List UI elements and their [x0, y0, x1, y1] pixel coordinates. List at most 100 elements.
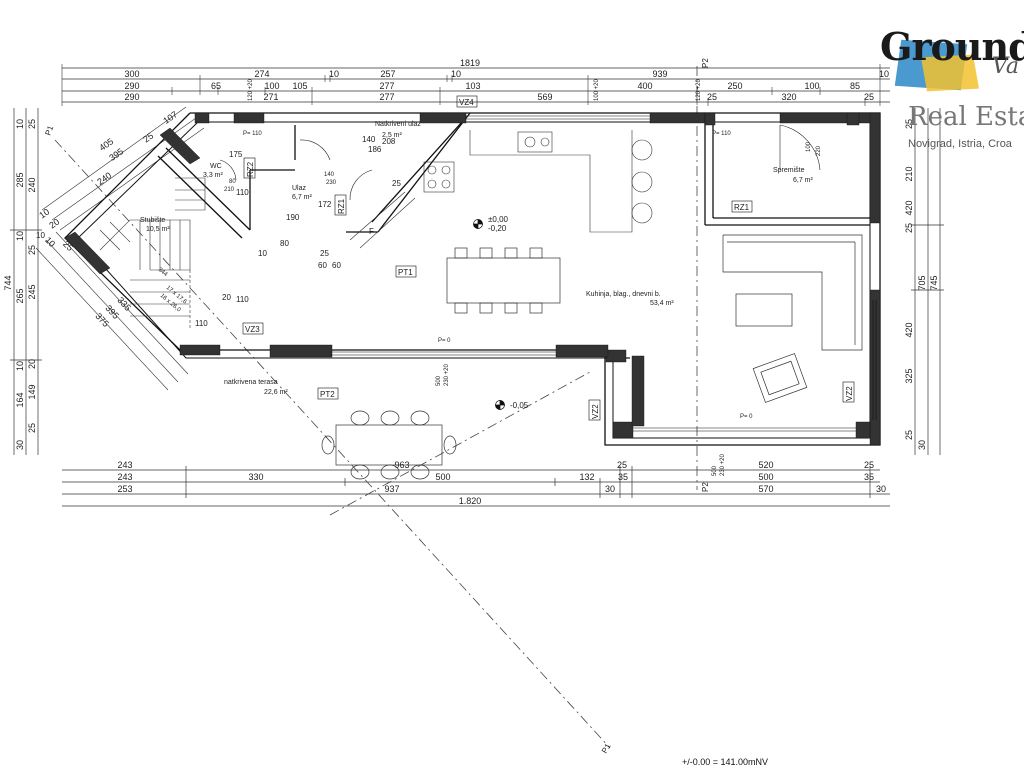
section-markers: P1 P1 P2 P2: [43, 58, 710, 755]
open-4: 230 +20: [444, 363, 450, 386]
dim-top-r2-0: 290: [124, 81, 139, 91]
dim-left-in-6: 25: [27, 423, 37, 433]
bottom-dimension-lines: [62, 466, 890, 507]
logo-sub: Va: [992, 54, 1019, 79]
section-p1-bottom: P1: [600, 742, 613, 755]
open-1: 100 +20: [594, 78, 600, 101]
dim-int-12: 140: [362, 135, 376, 144]
dim-right-in-6: 25: [904, 430, 914, 440]
brand-tagline: Real Esta: [908, 102, 1024, 132]
bar-stool-icon: [631, 202, 653, 224]
dim-int-7: 25: [320, 249, 329, 258]
room-spremiste-area: 6,7 m²: [793, 177, 814, 184]
level-note: +/-0.00 = 141.00mNV: [682, 757, 769, 767]
room-labels: WC 3,3 m² Ulaz 6,7 m² Natkriveni ulaz 2,…: [140, 121, 814, 396]
dim-bot-r2-2: 500: [435, 472, 450, 482]
sink-icon: [517, 131, 553, 153]
room-wc-name: WC: [210, 163, 222, 170]
dim-right-in-1: 210: [904, 166, 914, 181]
dim-left-mid-6: 30: [15, 440, 25, 450]
dim-top-r3-2: 277: [379, 92, 394, 102]
living-room-furniture: [722, 234, 863, 403]
section-lines: [54, 66, 698, 749]
open-12: 230: [326, 180, 337, 186]
dim-left-in-2: 25: [27, 245, 37, 255]
dim-left-mid-1: 285: [15, 172, 25, 187]
dim-top-r2-8: 100: [804, 81, 819, 91]
dim-left-in-4: 20: [27, 359, 37, 369]
tag-vz4: VZ4: [459, 98, 474, 107]
room-terasa-name: natkrivena terasa: [224, 379, 278, 386]
dim-top-r3-3: 569: [537, 92, 552, 102]
top-dimension-lines: [61, 64, 890, 106]
tag-rz1-storage: RZ1: [734, 203, 750, 212]
level-p110-a: P= 110: [243, 131, 262, 137]
level-p110-b: P= 110: [712, 131, 731, 137]
dim-right-mid-0: 705: [917, 275, 927, 290]
side-dimension-lines: [10, 108, 944, 455]
dim-left-mid-5: 164: [15, 392, 25, 407]
room-terasa-area: 22,6 m²: [264, 389, 288, 396]
dim-bot-r2-5: 500: [758, 472, 773, 482]
dim-int-11: 110: [195, 319, 208, 328]
dim-left-outer: 744: [3, 275, 13, 290]
dim-left-mid-4: 10: [15, 361, 25, 371]
dim-int-4: 10: [258, 249, 267, 258]
terrace-table: [321, 410, 457, 480]
room-wc-area: 3,3 m²: [203, 172, 224, 179]
dim-top-r3-0: 290: [124, 92, 139, 102]
dim-int-1: 110: [236, 188, 249, 197]
interior-dimension-labels: 175 110 190 172 10 110 60 25 80 60 20 11…: [36, 135, 401, 328]
room-natkriveni-name: Natkriveni ulaz: [375, 121, 421, 128]
level-main-a: ±0,00: [488, 215, 509, 224]
dim-top-r2-5: 103: [465, 81, 480, 91]
dim-bot-r3-2: 30: [605, 484, 615, 494]
tag-rz1-entrance: RZ1: [337, 198, 346, 214]
dining-table: [446, 247, 561, 314]
open-6: 230 +20: [720, 453, 726, 476]
dim-bot-r1-3: 520: [758, 460, 773, 470]
section-p1-top: P1: [43, 124, 55, 137]
dim-int-16: 10: [36, 231, 45, 240]
tag-pt2: PT2: [320, 390, 335, 399]
dim-bot-r2-4: 35: [618, 472, 628, 482]
dim-top-r2-4: 277: [379, 81, 394, 91]
dim-int-5: 110: [236, 295, 249, 304]
cooktop-icon: [423, 161, 455, 193]
tag-rz2: RZ2: [246, 161, 255, 177]
wall-hatch: [64, 112, 881, 446]
dim-top-total: 1819: [460, 58, 480, 68]
staircase: [99, 177, 206, 330]
dim-left-mid-3: 265: [15, 288, 25, 303]
dim-right-in-3: 25: [904, 223, 914, 233]
tag-vz3: VZ3: [245, 325, 260, 334]
dim-left-in-3: 245: [27, 284, 37, 299]
level-terrace: -0,05: [510, 401, 529, 410]
open-2: 120 +20: [696, 78, 702, 101]
dim-int-8: 80: [280, 239, 289, 248]
dim-diag-bot-0: 10: [43, 235, 57, 249]
dim-int-15: 25: [392, 179, 401, 188]
dim-top-r2-9: 85: [850, 81, 860, 91]
dim-top-r1-5: 939: [652, 69, 667, 79]
dim-bot-r1-4: 25: [864, 460, 874, 470]
dim-top-r1-3: 257: [380, 69, 395, 79]
room-stubiste-area: 10,5 m²: [146, 226, 170, 233]
dim-int-2: 190: [286, 213, 300, 222]
side-dimension-labels: 744 10 285 10 265 10 164 30 25 240 25 24…: [3, 119, 939, 450]
dim-top-r3-6: 25: [864, 92, 874, 102]
dim-left-in-0: 25: [27, 119, 37, 129]
dim-left-mid-2: 10: [15, 231, 25, 241]
dim-top-r1-4: 10: [451, 69, 461, 79]
dim-top-r1-6: 10: [879, 69, 889, 79]
dim-bot-r2-6: 35: [864, 472, 874, 482]
dim-right-in-5: 325: [904, 368, 914, 383]
armchair: [752, 353, 808, 403]
room-stubiste-name: Stubište: [140, 217, 165, 224]
top-dimension-labels: 1819 300 274 10 257 10 939 10 290 65 100…: [124, 58, 889, 102]
brand-logo: Groundfl Va Real Esta Novigrad, Istria, …: [872, 14, 1024, 154]
windows: [330, 115, 877, 432]
dim-top-r1-0: 300: [124, 69, 139, 79]
room-kuhinja-name: Kuhinja, blag., dnevni b.: [586, 291, 661, 298]
room-natkriveni-area: 2,5 m²: [382, 132, 403, 139]
